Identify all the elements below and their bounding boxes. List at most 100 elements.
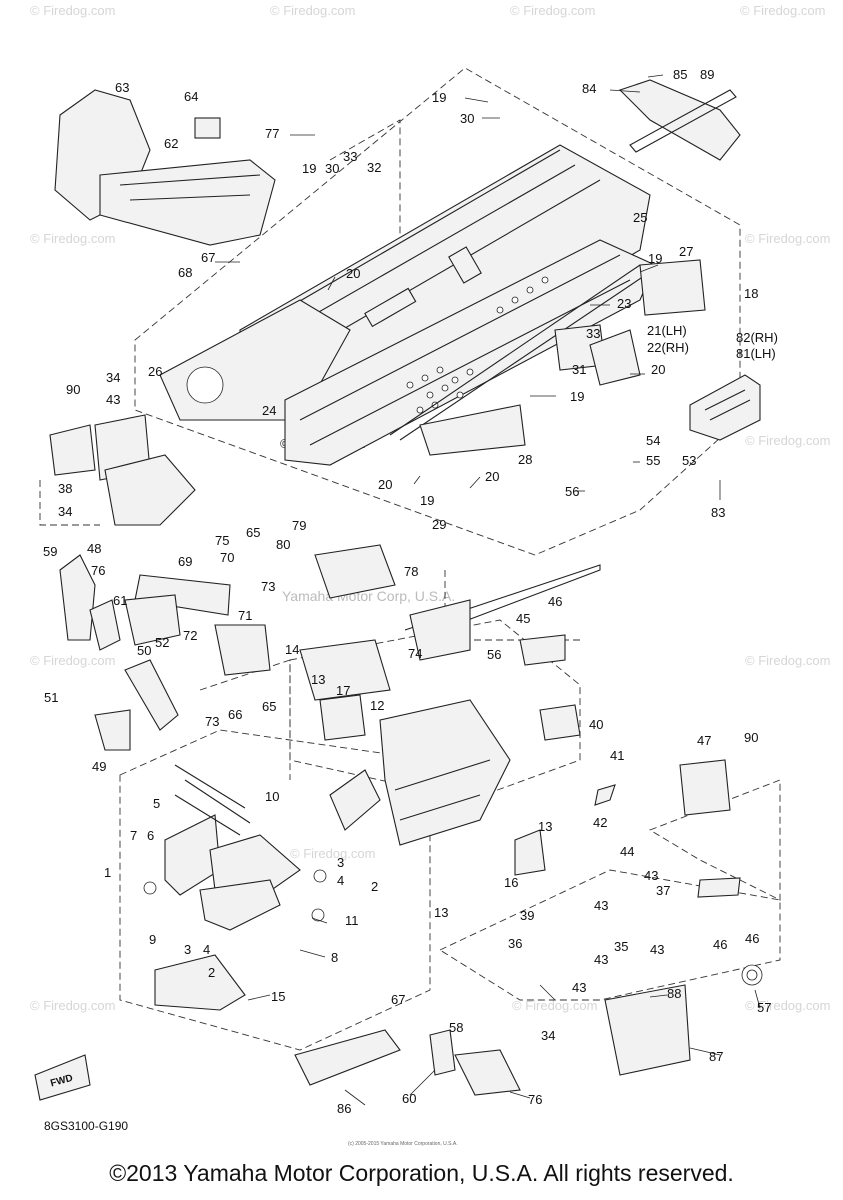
center-parts xyxy=(299,544,616,876)
callout-label: 67 xyxy=(391,992,405,1007)
watermark: © Firedog.com xyxy=(270,3,355,18)
callout-label: 87 xyxy=(709,1049,723,1064)
callout-label: 55 xyxy=(646,453,660,468)
callout-label: 76 xyxy=(91,563,105,578)
callout-label: 63 xyxy=(115,80,129,95)
watermark: © Firedog.com xyxy=(512,998,597,1013)
callout-label: 65 xyxy=(262,699,276,714)
callout-label: 43 xyxy=(594,898,608,913)
callout-label: 20 xyxy=(346,266,360,281)
watermark: © Firedog.com xyxy=(30,3,115,18)
callout-label: 76 xyxy=(528,1092,542,1107)
callout-label: 10 xyxy=(265,789,279,804)
callout-label: 32 xyxy=(367,160,381,175)
callout-label: 27 xyxy=(679,244,693,259)
callout-label: 49 xyxy=(92,759,106,774)
callout-label: 37 xyxy=(656,883,670,898)
callout-label: 73 xyxy=(205,714,219,729)
callout-label: 33 xyxy=(586,326,600,341)
callout-label: 70 xyxy=(220,550,234,565)
watermark: © Firedog.com xyxy=(30,653,115,668)
copyright-footer: ©2013 Yamaha Motor Corporation, U.S.A. A… xyxy=(109,1160,734,1186)
bottom-parts: FWD xyxy=(34,1029,521,1101)
callout-label: 4 xyxy=(203,942,210,957)
callout-label: 47 xyxy=(697,733,711,748)
watermark: © Firedog.com xyxy=(30,998,115,1013)
callout-label: 69 xyxy=(178,554,192,569)
callout-label: 19 xyxy=(302,161,316,176)
callout-label: 19 xyxy=(432,90,446,105)
callout-label: 21(LH) xyxy=(647,323,687,338)
callout-label: 43 xyxy=(644,868,658,883)
callout-label: 44 xyxy=(620,844,634,859)
callout-label: 19 xyxy=(648,251,662,266)
callout-label: 71 xyxy=(238,608,252,623)
callout-label: 1 xyxy=(104,865,111,880)
callout-label: 28 xyxy=(518,452,532,467)
callout-label: 20 xyxy=(485,469,499,484)
frame-holes xyxy=(406,276,549,414)
callout-label: 18 xyxy=(744,286,758,301)
callout-label: 46 xyxy=(713,937,727,952)
watermark: © Firedog.com xyxy=(745,998,830,1013)
callout-label: 90 xyxy=(744,730,758,745)
callout-label: 79 xyxy=(292,518,306,533)
center-watermark: Yamaha Motor Corp, U.S.A. xyxy=(282,588,455,604)
callout-label: 24 xyxy=(262,403,276,418)
leader-lines xyxy=(215,74,761,1106)
callout-label: 36 xyxy=(508,936,522,951)
callout-label: 73 xyxy=(261,579,275,594)
callout-label: 16 xyxy=(504,875,518,890)
callout-label: 66 xyxy=(228,707,242,722)
callout-label: 40 xyxy=(589,717,603,732)
callout-label: 45 xyxy=(516,611,530,626)
callout-label: 19 xyxy=(420,493,434,508)
callout-labels: 63 64 62 77 19 30 33 32 68 67 19 30 84 8… xyxy=(43,67,778,1116)
callout-label: 8 xyxy=(331,950,338,965)
callout-label: 20 xyxy=(378,477,392,492)
callout-label: 34 xyxy=(541,1028,555,1043)
callout-label: 6 xyxy=(147,828,154,843)
callout-label: 86 xyxy=(337,1101,351,1116)
callout-label: 4 xyxy=(337,873,344,888)
callout-label: 54 xyxy=(646,433,660,448)
callout-label: 52 xyxy=(155,635,169,650)
callout-label: 5 xyxy=(153,796,160,811)
callout-label: 35 xyxy=(614,939,628,954)
callout-label: 58 xyxy=(449,1020,463,1035)
callout-label: 12 xyxy=(370,698,384,713)
callout-label: 48 xyxy=(87,541,101,556)
callout-label: 85 xyxy=(673,67,687,82)
callout-label: 83 xyxy=(711,505,725,520)
watermark: © Firedog.com xyxy=(745,231,830,246)
callout-label: 39 xyxy=(520,908,534,923)
callout-label: 74 xyxy=(408,646,422,661)
callout-label: 25 xyxy=(633,210,647,225)
callout-label: 65 xyxy=(246,525,260,540)
callout-label: 14 xyxy=(285,642,299,657)
callout-label: 78 xyxy=(404,564,418,579)
watermark: © Firedog.com xyxy=(745,433,830,448)
watermark: © Firedog.com xyxy=(740,3,825,18)
front-suspension-parts xyxy=(143,764,327,1011)
callout-label: 84 xyxy=(582,81,596,96)
callout-label: 3 xyxy=(184,942,191,957)
group-outlines xyxy=(39,67,781,1051)
callout-label: 15 xyxy=(271,989,285,1004)
callout-label: 46 xyxy=(745,931,759,946)
front-bracket-assembly xyxy=(54,89,276,246)
callout-label: 72 xyxy=(183,628,197,643)
diagram-code: 8GS3100-G190 xyxy=(44,1119,128,1133)
callout-label: 67 xyxy=(201,250,215,265)
callout-label: 75 xyxy=(215,533,229,548)
callout-label: 30 xyxy=(460,111,474,126)
callout-label: 59 xyxy=(43,544,57,559)
callout-label: 89 xyxy=(700,67,714,82)
callout-label: 62 xyxy=(164,136,178,151)
callout-label: 11 xyxy=(345,913,359,928)
callout-label: 3 xyxy=(337,855,344,870)
callout-label: 20 xyxy=(651,362,665,377)
callout-label: 19 xyxy=(570,389,584,404)
callout-label: 56 xyxy=(487,647,501,662)
